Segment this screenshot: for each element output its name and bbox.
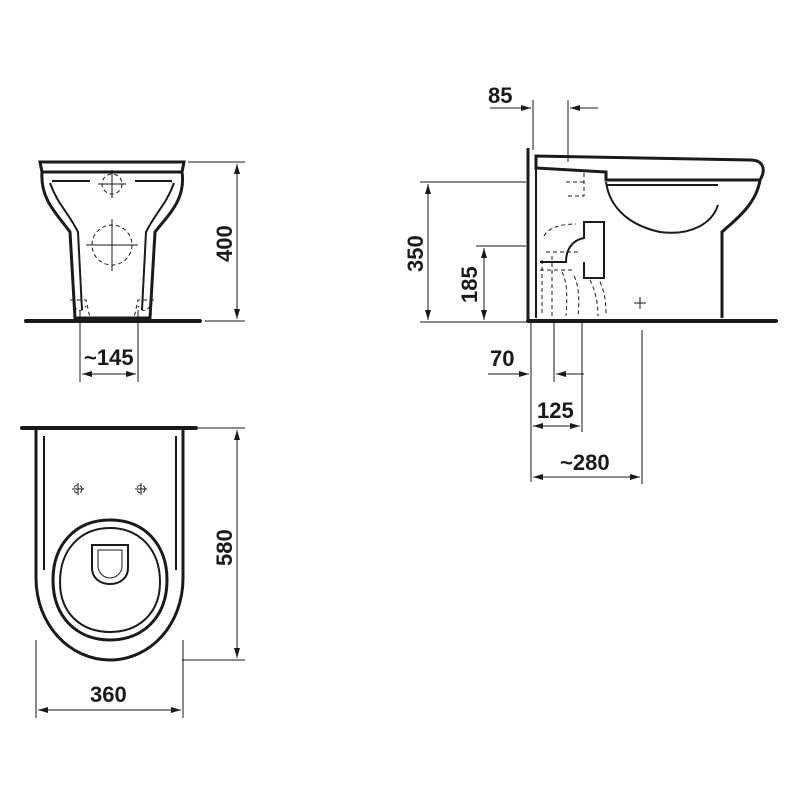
- top-view: 580 360: [20, 426, 245, 718]
- side-bowl-outline: [534, 154, 765, 182]
- dim-side-offset-top: 85: [488, 83, 512, 108]
- dim-side-offset-70: 70: [490, 346, 514, 371]
- dim-side-offset-125: 125: [537, 398, 574, 423]
- dim-side-outlet-height: 185: [457, 266, 482, 303]
- front-bowl-outline: [40, 171, 185, 320]
- side-view: 85 350 185 70 125 ~280: [403, 83, 778, 484]
- side-outlet-pipe: [540, 221, 605, 279]
- dim-top-length: 580: [212, 529, 237, 566]
- dim-top-width: 360: [90, 682, 127, 707]
- dim-side-offset-280: ~280: [560, 450, 610, 475]
- top-bowl-opening: [91, 544, 129, 586]
- dim-front-height: 400: [212, 225, 237, 262]
- top-fixing-marks: [72, 483, 147, 495]
- top-outer-outline: [34, 430, 185, 662]
- dim-side-total-height: 350: [403, 235, 428, 272]
- dim-front-outlet-spacing: ~145: [84, 345, 134, 370]
- front-view: 400 ~145: [24, 160, 245, 382]
- front-bowl-inner: [49, 182, 175, 311]
- top-seat-ring: [51, 518, 169, 642]
- side-dashed-pipes: [541, 256, 607, 317]
